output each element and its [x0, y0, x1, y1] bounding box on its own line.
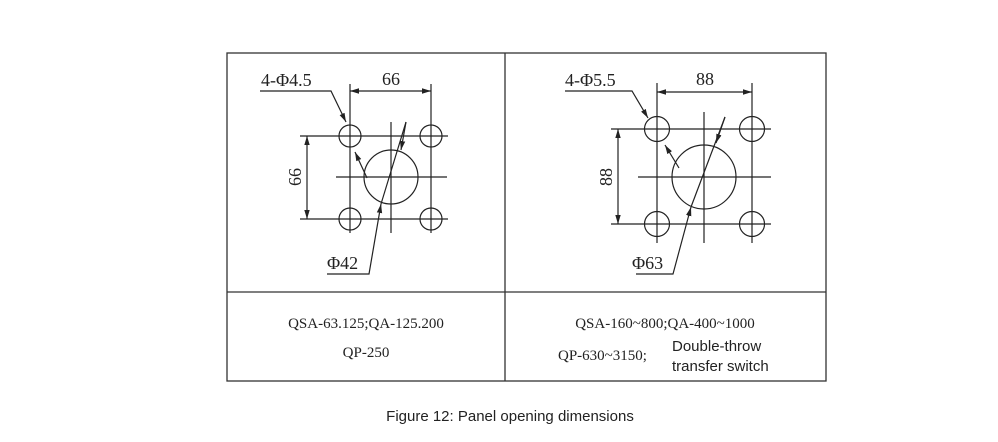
height-dimension: 88 [596, 168, 616, 186]
center-opening [671, 144, 737, 210]
figure-caption: Figure 12: Panel opening dimensions [386, 408, 634, 425]
mount-hole [738, 115, 766, 143]
width-dimension: 66 [382, 69, 400, 89]
mount-hole [643, 115, 671, 143]
mount-hole [738, 210, 766, 238]
hole-spec-label: 4-Φ4.5 [261, 70, 312, 90]
left-models-line1: QSA-63.125;QA-125.200 [288, 316, 444, 332]
mount-hole [338, 207, 362, 231]
center-opening [363, 149, 419, 205]
hole-spec-label: 4-Φ5.5 [565, 70, 616, 90]
left-models-line2: QP-250 [343, 345, 390, 361]
right-models-line1: QSA-160~800;QA-400~1000 [575, 316, 755, 332]
mount-hole [643, 210, 671, 238]
left-opening-drawing [260, 84, 448, 275]
switch-note-line2: transfer switch [672, 358, 769, 375]
height-dimension: 66 [285, 168, 305, 186]
mount-hole [338, 124, 362, 148]
mount-hole [419, 207, 443, 231]
center-diameter-label: Φ63 [632, 253, 663, 273]
table-frame [226, 52, 827, 382]
switch-note-line1: Double-throw [672, 338, 761, 355]
center-diameter-label: Φ42 [327, 253, 358, 273]
width-dimension: 88 [696, 69, 714, 89]
mount-hole [419, 124, 443, 148]
right-models-line2: QP-630~3150; [558, 348, 647, 364]
right-opening-drawing [565, 83, 771, 275]
